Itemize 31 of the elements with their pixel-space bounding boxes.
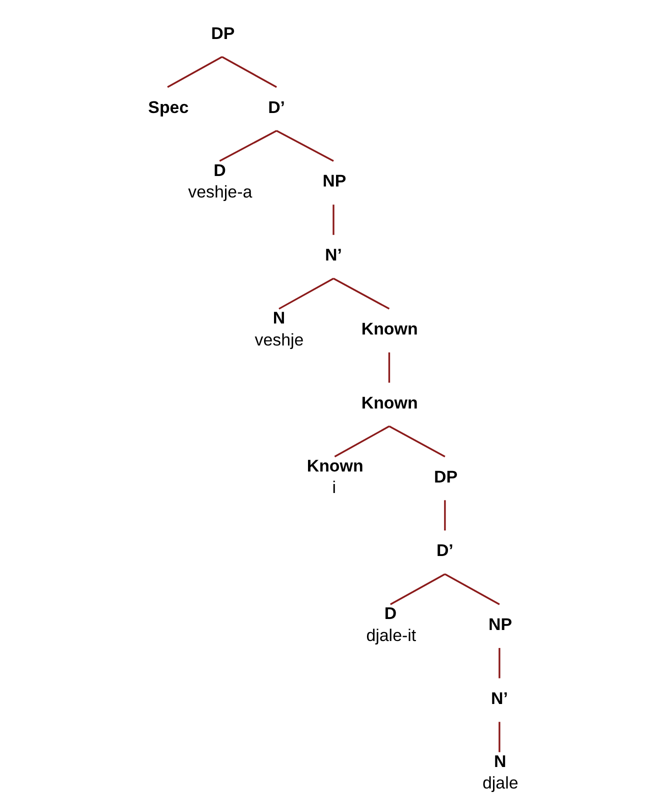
node-text: DP <box>434 467 458 486</box>
connector <box>332 204 334 235</box>
node-text: N’ <box>490 688 508 708</box>
node-text: D’ <box>268 98 285 117</box>
connector <box>390 573 445 606</box>
node-text: Spec <box>148 98 188 117</box>
connector <box>166 56 222 88</box>
connector <box>498 648 500 678</box>
connector <box>388 352 390 383</box>
connector <box>218 130 276 162</box>
connector <box>221 56 276 88</box>
node-text: N djale <box>482 752 518 793</box>
node-text: D veshje-a <box>188 160 252 202</box>
node-text: NP <box>488 615 512 634</box>
connector <box>332 278 390 310</box>
connector <box>334 426 390 458</box>
node-text: Known i <box>306 456 363 498</box>
node-text: D djale-it <box>366 604 416 645</box>
connector <box>278 278 334 310</box>
connector <box>276 130 334 162</box>
node-text: DP <box>210 24 234 43</box>
node-text: Known <box>360 319 418 338</box>
connector <box>388 426 445 458</box>
node-text: Known <box>360 393 418 412</box>
node-text: D’ <box>436 541 453 560</box>
connector <box>444 500 446 530</box>
node-text: NP <box>322 172 346 191</box>
node-text: N’ <box>324 246 342 265</box>
node-text: N veshje <box>254 308 304 350</box>
connector <box>498 722 500 752</box>
connector <box>444 573 500 606</box>
